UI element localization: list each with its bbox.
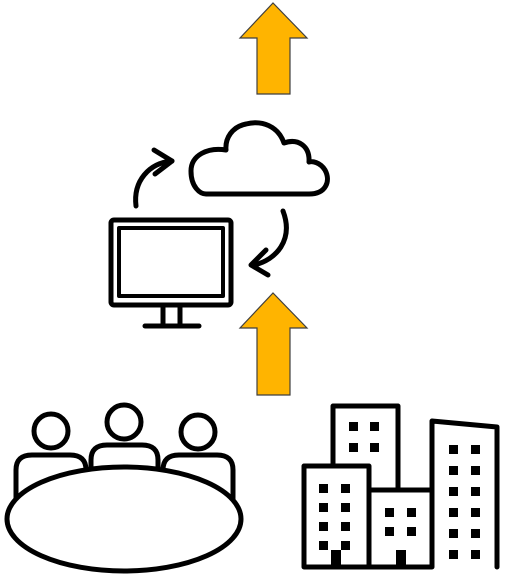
building-window — [341, 503, 350, 512]
meeting-table-people-icon — [4, 402, 244, 574]
building-window — [407, 508, 416, 517]
building-window — [319, 522, 328, 531]
building-window — [385, 508, 394, 517]
person-center-head — [104, 402, 144, 442]
building-window — [319, 541, 328, 550]
building-window — [449, 445, 458, 454]
person-left-body — [13, 452, 89, 508]
building-window — [449, 550, 458, 559]
building-window — [449, 466, 458, 475]
building-door — [396, 550, 406, 567]
building-window — [449, 529, 458, 538]
building-door — [331, 550, 341, 567]
building-window — [349, 422, 358, 431]
building-window — [341, 484, 350, 493]
building-window — [449, 487, 458, 496]
person-right-body — [160, 452, 236, 508]
building-window — [471, 487, 480, 496]
building-window — [471, 529, 480, 538]
building-window — [471, 445, 480, 454]
building-window — [407, 527, 416, 536]
cloud-icon — [188, 120, 330, 197]
building-window — [471, 550, 480, 559]
meeting-table — [4, 464, 244, 574]
building-window — [385, 527, 394, 536]
sync-arrow-to-computer-icon — [248, 208, 289, 278]
building-window — [471, 508, 480, 517]
building-window — [341, 522, 350, 531]
person-center-body — [88, 442, 161, 478]
person-left-head — [31, 411, 71, 451]
person-right-head — [178, 412, 218, 452]
building-window — [449, 508, 458, 517]
desktop-monitor-icon — [108, 217, 234, 329]
building-window — [370, 422, 379, 431]
building-window — [370, 443, 379, 452]
bottom-up-arrow-icon — [238, 292, 309, 396]
building-window — [319, 503, 328, 512]
building-window — [319, 484, 328, 493]
top-up-arrow-icon — [238, 2, 309, 95]
sync-arrow-to-cloud-icon — [133, 147, 175, 209]
office-buildings-icon — [301, 403, 500, 570]
building-window — [341, 541, 350, 550]
building-window — [471, 466, 480, 475]
building-window — [349, 443, 358, 452]
